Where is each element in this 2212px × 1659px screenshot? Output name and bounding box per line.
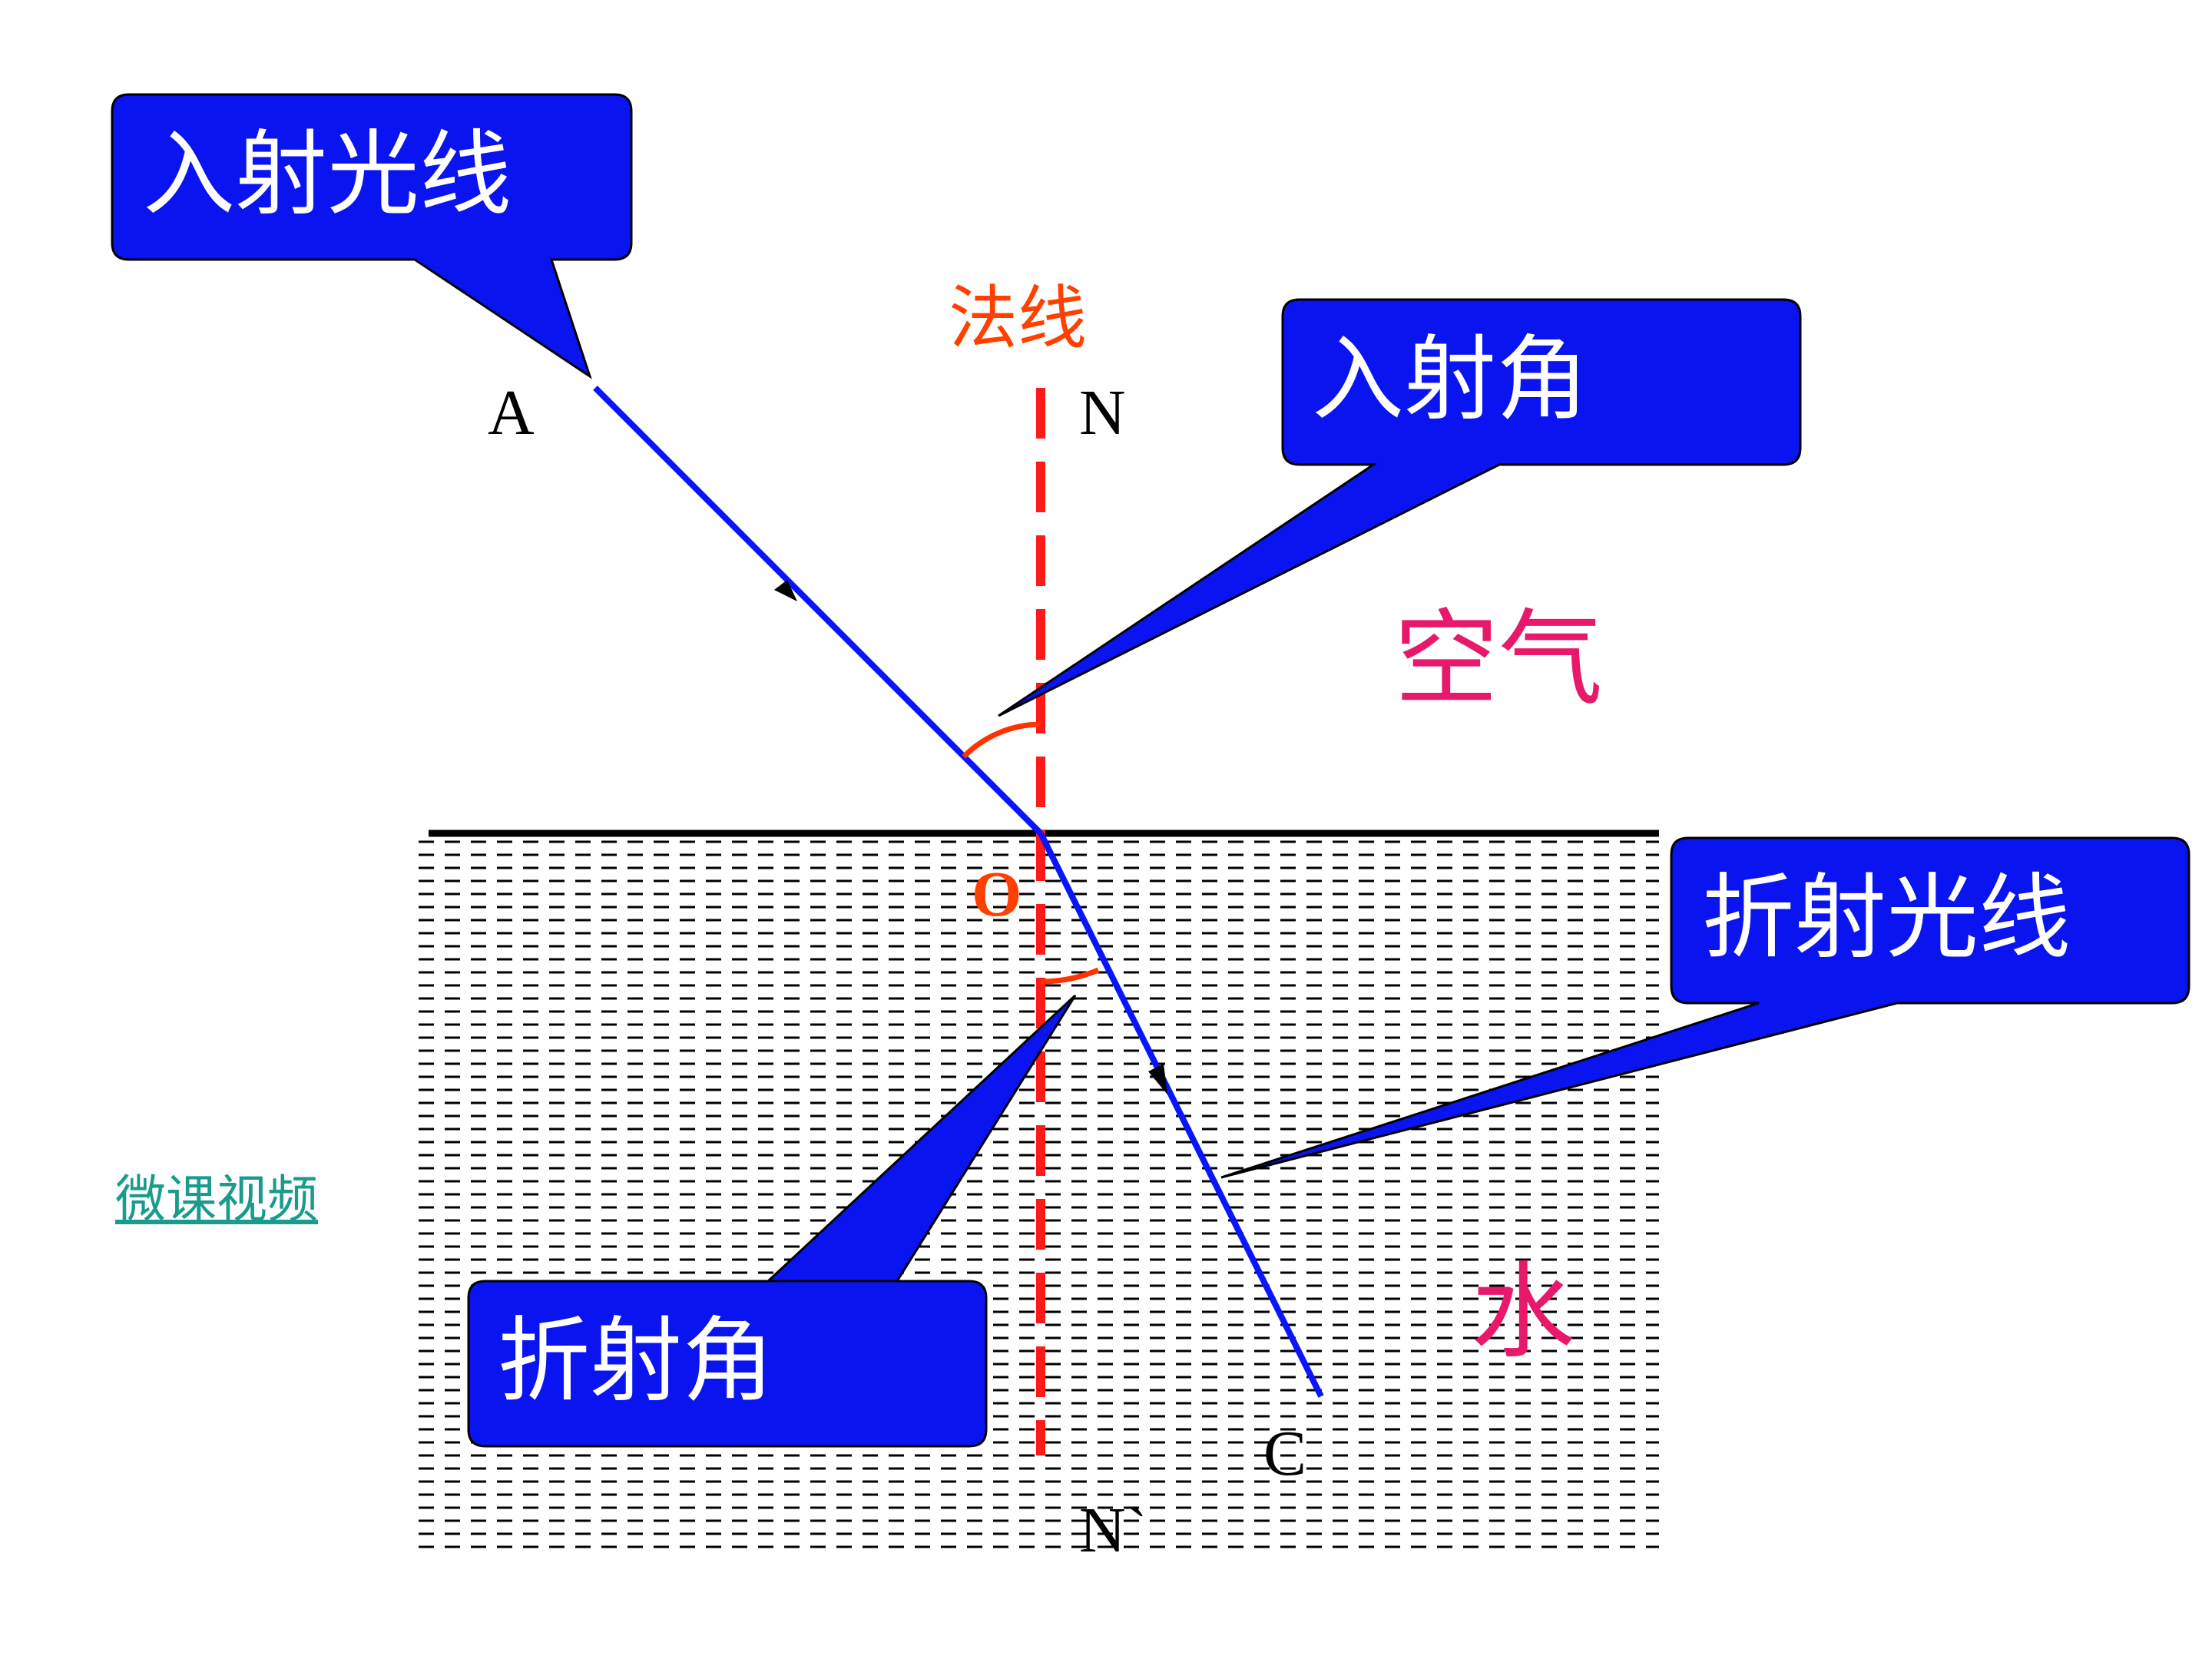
refracted-ray <box>1038 832 1324 1398</box>
label-water: 水 <box>1471 1252 1575 1373</box>
callout-incident-angle: 入射角 <box>998 298 1802 717</box>
incidence-angle-arc <box>962 721 1041 759</box>
label-C: C <box>1263 1418 1306 1489</box>
label-O: O <box>972 859 1022 930</box>
incident-ray <box>593 386 1043 836</box>
callout-refraction-angle: 折射角 <box>467 994 1077 1448</box>
label-N: N <box>1079 377 1126 449</box>
callout-incident-ray: 入射光线 <box>111 93 633 379</box>
callout-refraction-angle-text: 折射角 <box>498 1308 774 1415</box>
label-air: 空气 <box>1394 599 1603 720</box>
callout-incident-angle-text: 入射角 <box>1312 326 1588 433</box>
incident-arrow-icon <box>774 580 797 601</box>
micro-video-link[interactable]: 微课视频 <box>115 1170 318 1229</box>
refracted-arrow-icon <box>1148 1064 1167 1094</box>
label-A: A <box>488 377 535 449</box>
callout-incident-ray-text: 入射光线 <box>143 121 512 228</box>
callout-refracted-ray-text: 折射光线 <box>1702 865 2071 972</box>
label-normal: 法线 <box>949 278 1087 359</box>
refraction-angle-arc <box>1040 967 1100 985</box>
label-N-prime: N` <box>1079 1495 1147 1566</box>
callout-refracted-ray: 折射光线 <box>1220 836 2190 1179</box>
